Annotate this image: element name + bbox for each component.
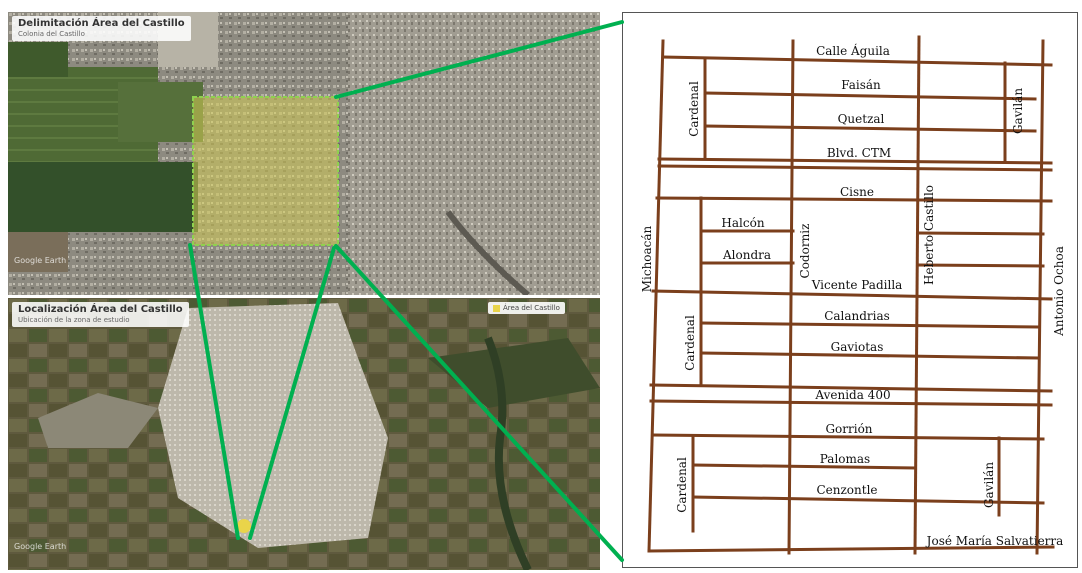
street-heberto-east-2 bbox=[917, 263, 1045, 268]
label-calle-aguila: Calle Águila bbox=[816, 43, 890, 58]
street-blvd-ctm-north bbox=[657, 157, 1053, 165]
label-alondra: Alondra bbox=[722, 248, 771, 262]
legend-swatch bbox=[493, 304, 500, 312]
label-jose-maria-salvatierra: José María Salvatierra bbox=[925, 534, 1064, 548]
satellite-bottom-credit: Google Earth bbox=[14, 542, 67, 551]
study-area-outline bbox=[192, 96, 339, 246]
satellite-bottom-title: Localización Área del Castillo Ubicación… bbox=[12, 302, 189, 327]
label-faisan: Faisán bbox=[841, 78, 881, 92]
street-cenzontle bbox=[691, 495, 1045, 505]
satellite-top-title: Delimitación Área del Castillo Colonia d… bbox=[12, 16, 191, 41]
street-antonio-ochoa bbox=[1035, 39, 1045, 555]
label-michoacan: Michoacán bbox=[640, 225, 654, 292]
street-calle-aguila bbox=[661, 55, 1053, 67]
satellite-image-overview bbox=[8, 298, 600, 570]
street-codorniz bbox=[787, 39, 795, 555]
label-codorniz: Codorniz bbox=[798, 224, 812, 279]
label-gavilan-1: Gavilán bbox=[1011, 88, 1025, 134]
label-cardenal-3: Cardenal bbox=[675, 457, 689, 513]
label-calandrias: Calandrias bbox=[824, 309, 890, 323]
label-halcon: Halcón bbox=[721, 216, 764, 230]
satellite-legend: Área del Castillo bbox=[488, 302, 565, 314]
street-quetzal bbox=[703, 124, 1037, 133]
street-jose-maria-salvatierra bbox=[647, 545, 1055, 553]
street-michoacan bbox=[647, 39, 665, 553]
label-gavilan-2: Gavilán bbox=[982, 462, 996, 508]
label-vicente-padilla: Vicente Padilla bbox=[811, 278, 903, 292]
label-blvd-ctm: Blvd. CTM bbox=[827, 146, 891, 160]
label-antonio-ochoa: Antonio Ochoa bbox=[1052, 246, 1066, 337]
street-gaviotas bbox=[699, 351, 1039, 360]
street-gorrion bbox=[651, 433, 1045, 441]
street-calandrias bbox=[699, 321, 1039, 329]
street-lines bbox=[647, 35, 1055, 555]
street-avenida-400-north bbox=[649, 383, 1053, 393]
label-cenzontle: Cenzontle bbox=[816, 483, 877, 497]
satellite-view-overview: Localización Área del Castillo Ubicación… bbox=[8, 298, 600, 570]
street-cisne bbox=[655, 196, 1053, 203]
label-palomas: Palomas bbox=[820, 452, 870, 466]
street-map: Calle Águila Faisán Quetzal Blvd. CTM Ci… bbox=[640, 35, 1066, 555]
satellite-top-credit: Google Earth bbox=[14, 256, 67, 265]
label-cisne: Cisne bbox=[840, 185, 874, 199]
label-quetzal: Quetzal bbox=[838, 112, 885, 126]
label-gaviotas: Gaviotas bbox=[831, 340, 884, 354]
satellite-view-zoomed: Delimitación Área del Castillo Colonia d… bbox=[8, 12, 600, 295]
street-heberto-east-1 bbox=[917, 231, 1045, 236]
label-gorrion: Gorrión bbox=[825, 422, 872, 436]
street-faisan bbox=[703, 91, 1037, 101]
label-cardenal-2: Cardenal bbox=[683, 315, 697, 371]
street-palomas bbox=[691, 463, 917, 470]
study-area-marker bbox=[237, 519, 251, 533]
satellite-image-zoomed bbox=[8, 12, 600, 295]
street-map-panel: Calle Águila Faisán Quetzal Blvd. CTM Ci… bbox=[622, 12, 1078, 568]
label-avenida-400: Avenida 400 bbox=[814, 388, 890, 402]
label-cardenal-1: Cardenal bbox=[687, 81, 701, 137]
street-avenida-400-south bbox=[649, 399, 1053, 407]
street-blvd-ctm-south bbox=[657, 164, 1053, 172]
street-vicente-padilla bbox=[651, 289, 1053, 301]
label-heberto-castillo: Heberto Castillo bbox=[922, 185, 936, 285]
